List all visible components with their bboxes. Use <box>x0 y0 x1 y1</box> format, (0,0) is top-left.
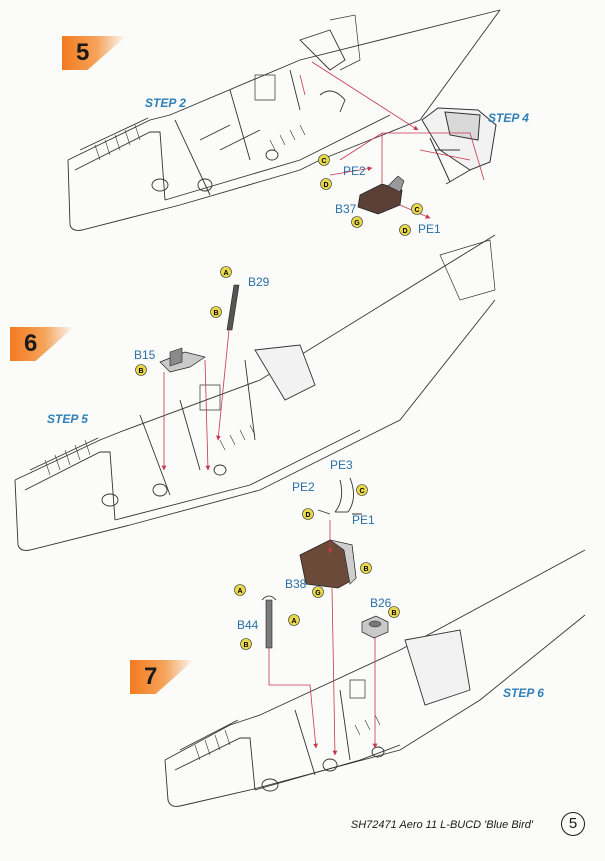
callout-label: A <box>237 588 242 595</box>
callout-b-marker: B <box>240 638 252 650</box>
step6-bracket-b15 <box>159 347 206 373</box>
callout-c-marker: C <box>318 154 330 166</box>
callout-label: B <box>243 642 248 649</box>
part-label-b44: B44 <box>237 618 259 632</box>
part-label-pe3: PE3 <box>330 458 353 472</box>
step-ref-label: STEP 6 <box>503 686 544 700</box>
step-number-6: 6 <box>10 327 74 361</box>
part-label-b38: B38 <box>285 577 307 591</box>
callout-a-marker: A <box>220 266 232 278</box>
part-label-pe1: PE1 <box>352 513 375 527</box>
part-label-pe2: PE2 <box>292 480 315 494</box>
callout-c-marker: C <box>411 203 423 215</box>
step-ref-label: STEP 5 <box>47 412 88 426</box>
step5-seat-frame <box>421 107 497 185</box>
callout-b-marker: B <box>210 306 222 318</box>
callout-label: B <box>363 566 368 573</box>
callout-label: C <box>359 488 364 495</box>
callout-d-marker: D <box>399 224 411 236</box>
part-label-b29: B29 <box>248 275 270 289</box>
callout-b-marker: B <box>388 606 400 618</box>
callout-b-marker: B <box>135 364 147 376</box>
callout-label: D <box>323 182 328 189</box>
callout-a-marker: A <box>234 584 246 596</box>
callout-a-marker: A <box>288 614 300 626</box>
step-ref-label: STEP 4 <box>488 111 529 125</box>
step7-harness-pe3 <box>317 477 362 515</box>
part-label-pe1: PE1 <box>418 222 441 236</box>
callout-label: A <box>291 618 296 625</box>
callout-label: G <box>354 220 360 227</box>
step7-part-b26 <box>361 615 389 639</box>
part-label-b15: B15 <box>134 348 156 362</box>
callout-label: D <box>402 228 407 235</box>
step7-lever-b44 <box>261 595 277 649</box>
callout-d-marker: D <box>320 178 332 190</box>
page-number: 5 <box>561 812 585 836</box>
callout-c-marker: C <box>356 484 368 496</box>
callout-label: B <box>213 310 218 317</box>
callout-label: A <box>223 270 228 277</box>
callout-label: B <box>138 368 143 375</box>
step7-fuselage-drawing <box>164 549 586 807</box>
step-ref-label: STEP 2 <box>145 96 186 110</box>
callout-label: C <box>414 207 419 214</box>
step5-assembly-lines <box>299 61 485 219</box>
callout-label: C <box>321 158 326 165</box>
step6-assembly-lines <box>161 329 230 471</box>
step-number-5: 5 <box>62 36 126 70</box>
callout-label: G <box>315 590 321 597</box>
step5-seat-pan-b37 <box>357 175 405 215</box>
callout-label: B <box>391 610 396 617</box>
part-label-pe2: PE2 <box>343 164 366 178</box>
callout-b-marker: B <box>360 562 372 574</box>
callout-label: D <box>305 512 310 519</box>
step6-fuselage-drawing <box>14 234 496 551</box>
step5-fuselage-drawing <box>67 9 501 231</box>
step7-assembly-lines <box>268 520 378 756</box>
step-number-7: 7 <box>130 660 194 694</box>
callout-g-marker: G <box>351 216 363 228</box>
callout-g-marker: G <box>312 586 324 598</box>
part-label-b26: B26 <box>370 596 392 610</box>
part-label-b37: B37 <box>335 202 357 216</box>
step6-rod-b29 <box>226 284 240 331</box>
step7-seat-b38 <box>299 539 357 589</box>
callout-d-marker: D <box>302 508 314 520</box>
footer-title: SH72471 Aero 11 L-BUCD 'Blue Bird' <box>350 819 533 831</box>
callout-markers: C D G C D A B B C D B G A A B B <box>135 154 423 650</box>
